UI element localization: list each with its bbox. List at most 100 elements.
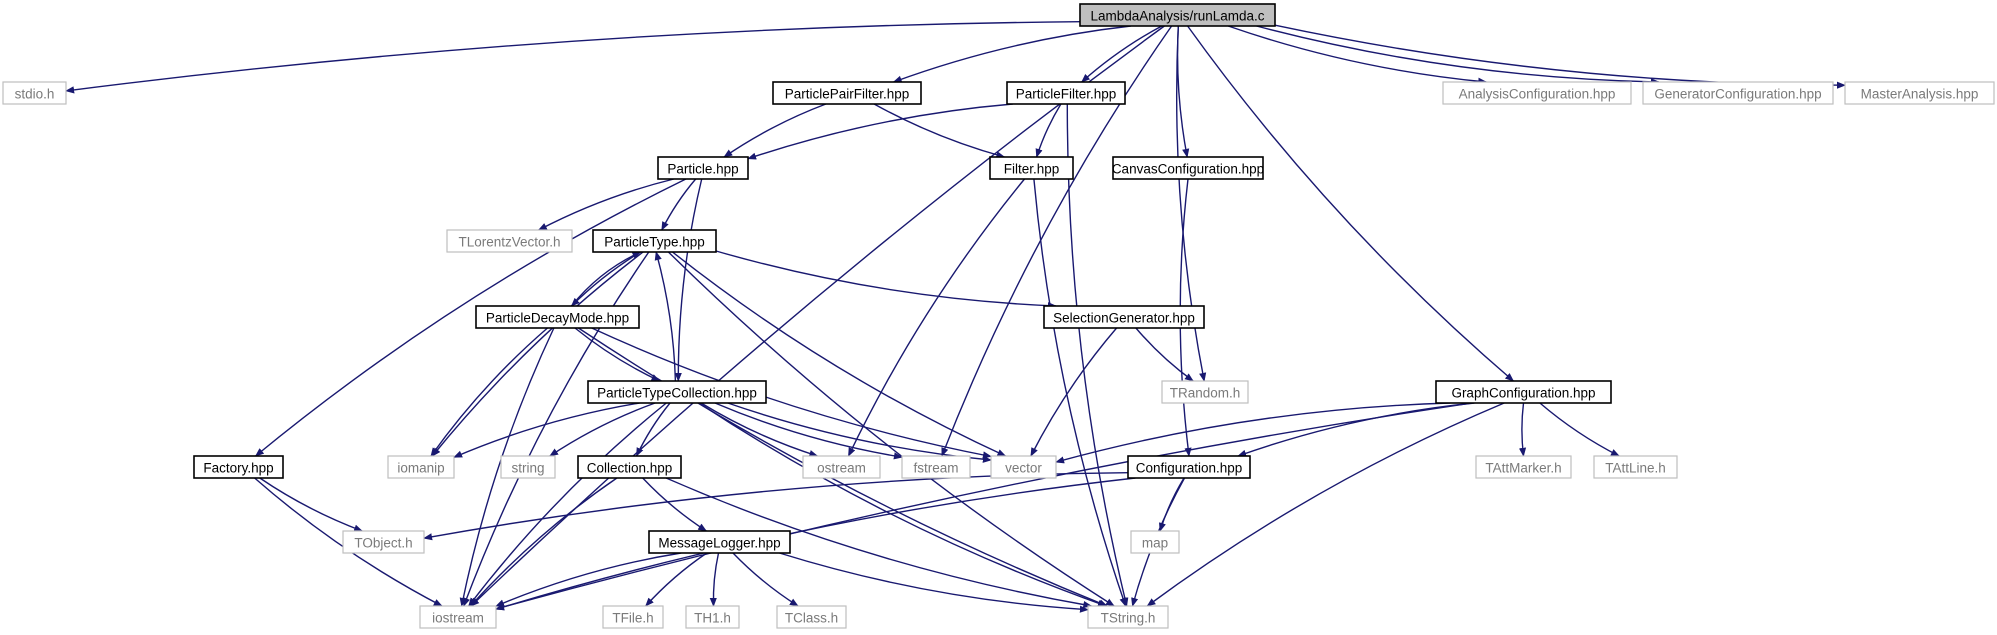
node-ptype[interactable]: ParticleType.hpp	[592, 229, 717, 253]
edge-root-to-trandom	[1175, 25, 1207, 382]
node-label: Factory.hpp	[203, 461, 273, 476]
edge-factory-to-tobject	[259, 477, 364, 532]
node-msglog[interactable]: MessageLogger.hpp	[648, 530, 791, 554]
edge-root-to-gencfg	[1256, 25, 1660, 86]
node-label: TAttLine.h	[1605, 461, 1666, 476]
node-label: MessageLogger.hpp	[658, 536, 780, 551]
node-trandom: TRandom.h	[1161, 380, 1249, 404]
node-label: ParticlePairFilter.hpp	[785, 87, 910, 102]
node-collection[interactable]: Collection.hpp	[577, 455, 682, 479]
node-ostream: ostream	[802, 455, 881, 479]
node-box	[685, 605, 740, 629]
node-tattline: TAttLine.h	[1593, 455, 1678, 479]
edge-ptc-to-ptype	[654, 251, 677, 382]
edge-ptype-to-vector	[672, 251, 1007, 457]
edge-pdm-to-iomanip	[430, 327, 548, 457]
edge-graphcfg-to-tattline	[1539, 402, 1620, 457]
node-box	[1593, 455, 1678, 479]
edge-root-to-ppf	[892, 25, 1131, 83]
node-factory[interactable]: Factory.hpp	[193, 455, 284, 479]
node-tfile: TFile.h	[602, 605, 664, 629]
edge-msglog-to-th1	[709, 552, 720, 607]
node-label: AnalysisConfiguration.hpp	[1459, 87, 1616, 102]
node-box	[587, 380, 767, 404]
node-box	[419, 605, 497, 629]
node-label: Filter.hpp	[1004, 162, 1060, 177]
node-label: Configuration.hpp	[1136, 461, 1243, 476]
edge-ptc-to-iomanip	[453, 402, 640, 458]
node-box	[1442, 81, 1632, 105]
node-tattmarker: TAttMarker.h	[1475, 455, 1572, 479]
edge-pdm-to-vector	[591, 327, 992, 459]
edge-ptype-to-iomanip	[431, 251, 644, 457]
node-label: iomanip	[397, 461, 444, 476]
edge-ptc-to-collection	[635, 402, 671, 457]
node-pdm[interactable]: ParticleDecayMode.hpp	[475, 305, 640, 329]
edge-graphcfg-to-tattmarker	[1518, 402, 1527, 457]
node-tclass: TClass.h	[776, 605, 847, 629]
node-label: fstream	[913, 461, 958, 476]
edge-collection-to-tstring	[665, 477, 1093, 609]
node-root[interactable]: LambdaAnalysis/runLamda.c	[1079, 3, 1276, 27]
edge-root-to-master	[1274, 24, 1846, 89]
node-label: GraphConfiguration.hpp	[1451, 386, 1595, 401]
node-master: MasterAnalysis.hpp	[1844, 81, 1995, 105]
node-box	[1112, 156, 1264, 180]
node-pf[interactable]: ParticleFilter.hpp	[1006, 81, 1126, 105]
node-particle[interactable]: Particle.hpp	[657, 156, 749, 180]
node-box	[776, 605, 847, 629]
node-label: stdio.h	[15, 87, 55, 102]
node-box	[1642, 81, 1834, 105]
edge-selgen-to-vector	[1030, 327, 1118, 457]
node-ppf[interactable]: ParticlePairFilter.hpp	[772, 81, 922, 105]
node-ptc[interactable]: ParticleTypeCollection.hpp	[587, 380, 767, 404]
node-label: SelectionGenerator.hpp	[1053, 311, 1195, 326]
node-box	[1006, 81, 1126, 105]
node-selgen[interactable]: SelectionGenerator.hpp	[1043, 305, 1205, 329]
node-label: TLorentzVector.h	[458, 235, 560, 250]
node-box	[500, 455, 556, 479]
node-canvascfg[interactable]: CanvasConfiguration.hpp	[1112, 156, 1264, 180]
node-label: ParticleDecayMode.hpp	[486, 311, 629, 326]
edge-layer	[65, 21, 1846, 613]
edge-pdm-to-tstring	[578, 327, 1108, 607]
edge-ptc-to-string	[549, 402, 656, 457]
node-box	[1043, 305, 1205, 329]
node-map: map	[1130, 530, 1180, 554]
edge-root-to-graphcfg	[1187, 25, 1515, 382]
node-config[interactable]: Configuration.hpp	[1127, 455, 1251, 479]
node-box	[193, 455, 284, 479]
node-label: TFile.h	[612, 611, 653, 626]
node-label: CanvasConfiguration.hpp	[1112, 162, 1264, 177]
node-th1: TH1.h	[685, 605, 740, 629]
node-box	[901, 455, 971, 479]
node-graphcfg[interactable]: GraphConfiguration.hpp	[1435, 380, 1612, 404]
node-label: TObject.h	[354, 536, 412, 551]
edge-pdm-to-ptype	[570, 251, 642, 307]
node-filter[interactable]: Filter.hpp	[989, 156, 1074, 180]
node-box	[802, 455, 881, 479]
edge-filter-to-ostream	[847, 178, 1026, 457]
node-box	[1127, 455, 1251, 479]
node-label: TH1.h	[694, 611, 731, 626]
node-label: Collection.hpp	[587, 461, 673, 476]
node-box	[475, 305, 640, 329]
node-box	[1130, 530, 1180, 554]
node-label: string	[511, 461, 544, 476]
node-box	[602, 605, 664, 629]
node-gencfg: GeneratorConfiguration.hpp	[1642, 81, 1834, 105]
node-iostream: iostream	[419, 605, 497, 629]
node-box	[2, 81, 67, 105]
node-box	[1844, 81, 1995, 105]
node-vector: vector	[990, 455, 1057, 479]
edge-ppf-to-filter	[873, 103, 1006, 159]
node-box	[772, 81, 922, 105]
edge-filter-to-tstring	[1033, 178, 1127, 607]
node-label: GeneratorConfiguration.hpp	[1654, 87, 1821, 102]
edge-particle-to-tlorentz	[537, 178, 674, 231]
node-label: ParticleTypeCollection.hpp	[597, 386, 757, 401]
edge-ptc-to-fstream	[714, 402, 903, 460]
node-label: TString.h	[1101, 611, 1156, 626]
node-label: vector	[1005, 461, 1042, 476]
